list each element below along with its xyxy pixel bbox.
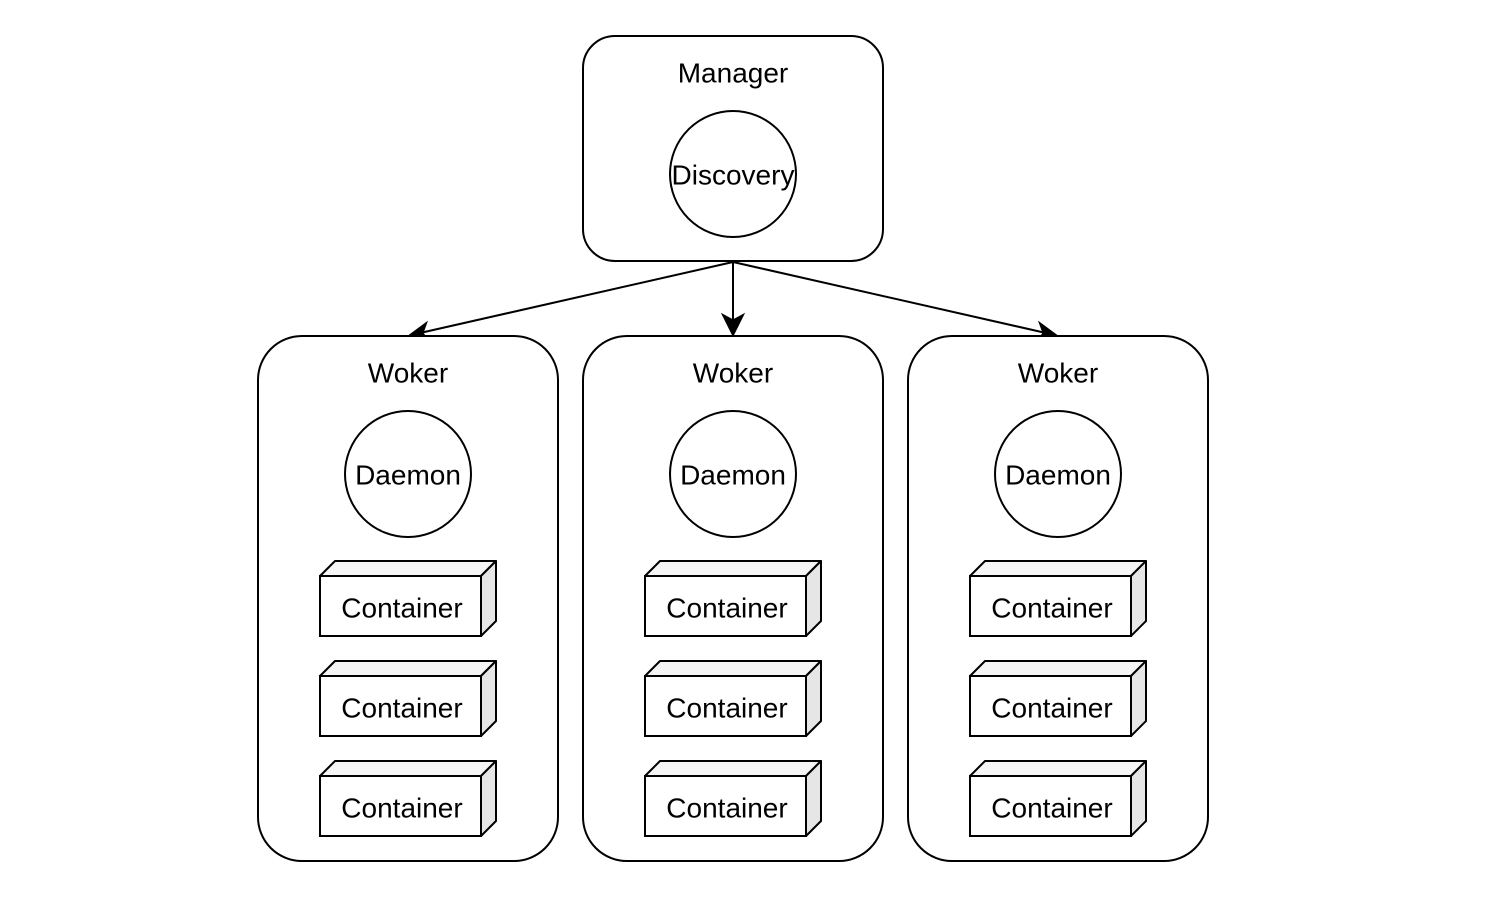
container-label: Container [666,593,787,624]
daemon-circle [344,410,472,538]
container-label: Container [666,693,787,724]
container-block[interactable]: Container [644,560,822,637]
container-front-face [319,775,482,837]
container-label: Container [341,793,462,824]
daemon-label: Daemon [355,460,461,491]
container-top-face [969,660,1147,677]
container-label: Container [341,693,462,724]
container-front-face [969,575,1132,637]
worker-title: Woker [368,358,448,389]
container-label: Container [991,793,1112,824]
container-top-face [969,760,1147,777]
discovery-label: Discovery [672,160,795,191]
arrowhead-worker-2 [720,312,746,338]
container-block[interactable]: Container [969,660,1147,737]
edges [406,261,1060,344]
container-front-face [644,675,807,737]
container-top-face [644,760,822,777]
container-block[interactable]: Container [644,760,822,837]
container-block[interactable]: Container [644,660,822,737]
container-top-face [969,560,1147,577]
container-front-face [969,675,1132,737]
container-label: Container [991,693,1112,724]
edge-manager-worker-1 [419,261,734,334]
container-block[interactable]: Container [969,760,1147,837]
worker-title: Woker [1018,358,1098,389]
container-top-face [319,660,497,677]
manager-node[interactable]: Manager Discovery [582,35,884,262]
container-front-face [319,675,482,737]
container-top-face [644,660,822,677]
manager-title: Manager [678,58,789,89]
container-label: Container [341,593,462,624]
discovery-circle [669,110,797,238]
container-block[interactable]: Container [319,660,497,737]
daemon-circle [669,410,797,538]
container-label: Container [666,793,787,824]
daemon-label: Daemon [680,460,786,491]
container-top-face [644,560,822,577]
container-block[interactable]: Container [319,560,497,637]
worker-node-3[interactable]: Woker Daemon Container Container Contain… [907,335,1209,862]
daemon-circle [994,410,1122,538]
container-label: Container [991,593,1112,624]
container-top-face [319,760,497,777]
container-front-face [969,775,1132,837]
worker-node-1[interactable]: Woker Daemon Container Container Contain… [257,335,559,862]
container-block[interactable]: Container [319,760,497,837]
container-front-face [644,575,807,637]
container-block[interactable]: Container [969,560,1147,637]
container-front-face [644,775,807,837]
edge-manager-worker-3 [732,261,1047,334]
worker-node-2[interactable]: Woker Daemon Container Container Contain… [582,335,884,862]
daemon-label: Daemon [1005,460,1111,491]
worker-title: Woker [693,358,773,389]
container-top-face [319,560,497,577]
container-front-face [319,575,482,637]
